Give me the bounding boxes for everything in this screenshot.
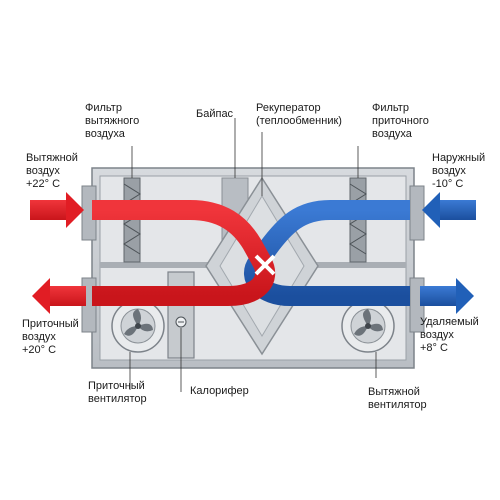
- outdoor-air-in-line2: воздух: [432, 165, 466, 177]
- heater-label: Калорифер: [190, 385, 249, 398]
- exhaust-filter-label-line2: вытяжного: [85, 115, 140, 127]
- supply-fan-label: Приточный вентилятор: [88, 380, 147, 406]
- exhaust-air-in-line2: воздух: [26, 165, 60, 177]
- exhaust-air-in-temp: +22° C: [26, 178, 61, 190]
- outdoor-air-in-line1: Наружный: [432, 152, 486, 164]
- supply-fan-label-line1: Приточный: [88, 380, 145, 392]
- exhaust-filter-label: Фильтр вытяжного воздуха: [85, 102, 139, 141]
- exhaust-fan: [341, 299, 395, 353]
- heater-label-line1: Калорифер: [190, 385, 249, 397]
- outdoor-air-in-label: Наружный воздух -10° C: [432, 152, 485, 191]
- supply-fan: [111, 299, 165, 353]
- outdoor-air-in-arrow: [422, 192, 476, 228]
- supply-filter-label-line3: воздуха: [372, 128, 412, 140]
- exhaust-filter-label-line3: воздуха: [85, 128, 125, 140]
- warm-air-flow: [92, 200, 276, 306]
- supply-air-out-temp: +20° C: [22, 344, 57, 356]
- flow-crossing-marker: [254, 254, 276, 276]
- supply-air-out-line2: воздух: [22, 331, 56, 343]
- removed-air-out-line1: Удаляемый: [420, 316, 479, 328]
- exhaust-fan-label-line1: Вытяжной: [368, 386, 420, 398]
- exhaust-air-in-line1: Вытяжной: [26, 152, 78, 164]
- supply-fan-label-line2: вентилятор: [88, 393, 147, 405]
- removed-air-out-arrow: [420, 278, 474, 314]
- supply-air-out-label: Приточный воздух +20° C: [22, 318, 79, 357]
- removed-air-out-label: Удаляемый воздух +8° C: [420, 316, 479, 355]
- exhaust-filter-label-line1: Фильтр: [85, 102, 122, 114]
- supply-air-out-arrow: [32, 278, 86, 314]
- exhaust-fan-label: Вытяжной вентилятор: [368, 386, 427, 412]
- removed-air-out-line2: воздух: [420, 329, 454, 341]
- supply-air-out-line1: Приточный: [22, 318, 79, 330]
- exhaust-fan-label-line2: вентилятор: [368, 399, 427, 411]
- exhaust-air-in-arrow: [30, 192, 84, 228]
- recuperator-label-line1: Рекуператор: [256, 102, 321, 114]
- leader-lines: [129, 118, 377, 392]
- bypass-label: Байпас: [196, 108, 233, 121]
- supply-filter-label-line2: приточного: [372, 115, 429, 127]
- exhaust-air-in-label: Вытяжной воздух +22° C: [26, 152, 78, 191]
- outdoor-air-in-temp: -10° C: [432, 178, 464, 190]
- bypass-label-line1: Байпас: [196, 108, 234, 120]
- supply-filter-label: Фильтр приточного воздуха: [372, 102, 429, 141]
- supply-filter-label-line1: Фильтр: [372, 102, 409, 114]
- removed-air-out-temp: +8° C: [420, 342, 448, 354]
- recuperator-label-line2: (теплообменник): [256, 115, 342, 127]
- recuperator-label: Рекуператор (теплообменник): [256, 102, 342, 128]
